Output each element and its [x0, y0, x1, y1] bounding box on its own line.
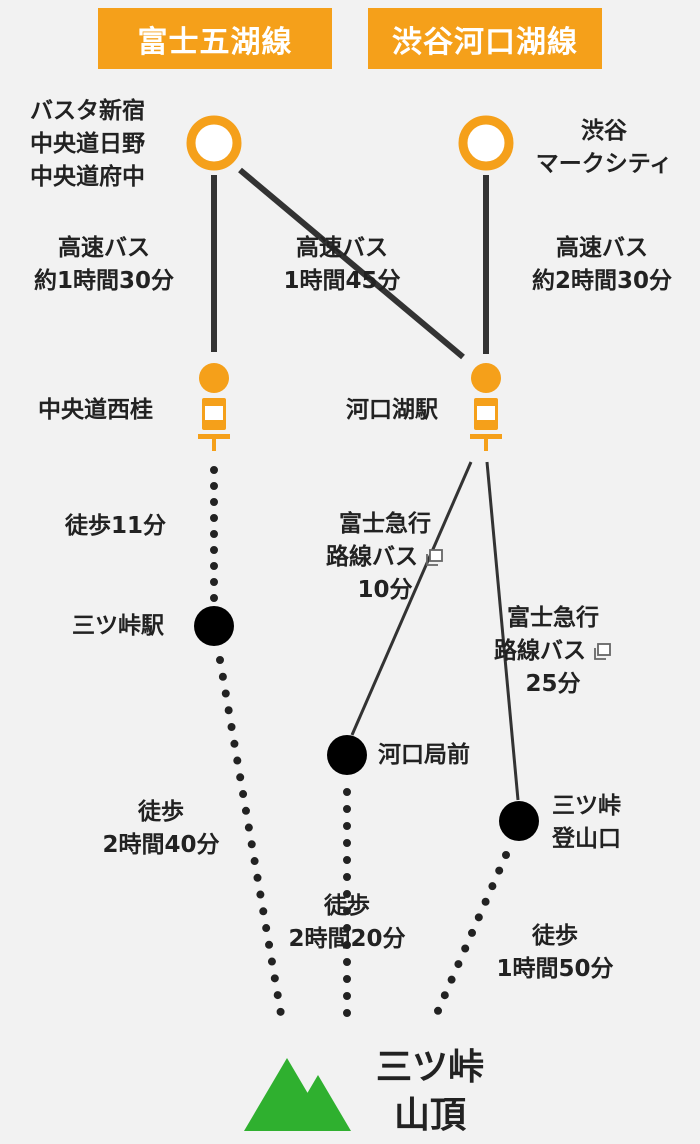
segment-label-walk1: 徒歩11分: [65, 513, 167, 539]
segment-label-walk3: 徒歩 2時間20分: [272, 890, 422, 956]
bus-line-name: 路線バス: [326, 544, 418, 570]
segment-label-local-bus2: 富士急行 路線バス 25分: [468, 602, 638, 701]
bus-line-shinjuku-kawaguchiko: [238, 167, 465, 360]
segment-duration: 25分: [525, 671, 581, 697]
stop-dot-kawaguchi-kyokumae: [327, 735, 367, 775]
station-label-shibuya: 渋谷 マークシティ: [524, 115, 684, 181]
segment-mode: 徒歩: [532, 923, 578, 949]
bus-line-name: 路線バス: [494, 638, 586, 664]
segment-duration: 1時間45分: [283, 268, 401, 294]
train-station-icon-nishikatsura: [198, 363, 230, 451]
station-name-line: 中央道日野: [30, 131, 145, 157]
tab-fujigoko-line[interactable]: 富士五湖線: [98, 8, 332, 69]
origin-circle-shibuya-icon: [458, 115, 514, 171]
station-label-mitsutoge: 三ツ峠駅: [72, 613, 164, 639]
stop-label-kawaguchi-kyokumae: 河口局前: [378, 742, 470, 768]
bus-company-name: 富士急行: [339, 511, 431, 537]
train-station-icon-kawaguchiko: [470, 363, 502, 451]
segment-mode: 高速バス: [556, 235, 648, 261]
station-name-line: 中央道府中: [30, 164, 145, 190]
walk-path-trailhead-summit: [430, 851, 510, 1024]
segment-duration: 2時間40分: [102, 832, 220, 858]
segment-mode: 徒歩: [138, 799, 184, 825]
station-label-nishikatsura: 中央道西桂: [38, 397, 153, 423]
walk-path-station-summit: [216, 656, 286, 1024]
station-label-shinjuku: バスタ新宿 中央道日野 中央道府中: [30, 95, 145, 194]
segment-mode: 徒歩: [324, 893, 370, 919]
station-name-line: 渋谷: [581, 118, 627, 144]
segment-duration: 10分: [357, 577, 413, 603]
station-name-line: マークシティ: [535, 151, 673, 177]
external-link-icon[interactable]: [592, 642, 612, 662]
segment-duration: 約1時間30分: [33, 268, 174, 294]
summit-name-line: 山頂: [393, 1095, 466, 1136]
segment-label-local-bus1: 富士急行 路線バス 10分: [300, 508, 470, 607]
summit-label: 三ツ峠 山頂: [355, 1044, 505, 1140]
stop-dot-mitsutoge-trailhead: [499, 801, 539, 841]
segment-label-bus2: 高速バス 1時間45分: [262, 232, 422, 298]
stop-name-line: 登山口: [552, 826, 621, 852]
tab-shibuya-kawaguchiko-line[interactable]: 渋谷河口湖線: [368, 8, 602, 69]
segment-label-walk2: 徒歩 2時間40分: [86, 796, 236, 862]
segment-mode: 高速バス: [58, 235, 150, 261]
origin-circle-shinjuku-icon: [186, 115, 242, 171]
summit-name-line: 三ツ峠: [375, 1047, 484, 1088]
mountain-icon: [244, 1058, 351, 1131]
segment-duration: 1時間50分: [496, 956, 614, 982]
stop-label-mitsutoge-trailhead: 三ツ峠 登山口: [552, 790, 621, 856]
tab-label: 富士五湖線: [137, 24, 293, 60]
stop-name-line: 三ツ峠: [552, 793, 621, 819]
segment-mode: 高速バス: [296, 235, 388, 261]
external-link-icon[interactable]: [424, 548, 444, 568]
bus-company-name: 富士急行: [507, 605, 599, 631]
segment-label-bus3: 高速バス 約2時間30分: [512, 232, 692, 298]
tab-label: 渋谷河口湖線: [392, 24, 578, 60]
local-bus-line-kawaguchiko-kyokumae: [350, 461, 473, 736]
segment-label-bus1: 高速バス 約1時間30分: [18, 232, 190, 298]
stop-dot-mitsutoge-station: [194, 606, 234, 646]
segment-duration: 2時間20分: [288, 926, 406, 952]
segment-duration: 約2時間30分: [531, 268, 672, 294]
segment-label-walk4: 徒歩 1時間50分: [480, 920, 630, 986]
local-bus-line-kawaguchiko-trailhead: [485, 461, 520, 801]
station-name-line: バスタ新宿: [30, 98, 145, 124]
station-label-kawaguchiko: 河口湖駅: [346, 397, 438, 423]
